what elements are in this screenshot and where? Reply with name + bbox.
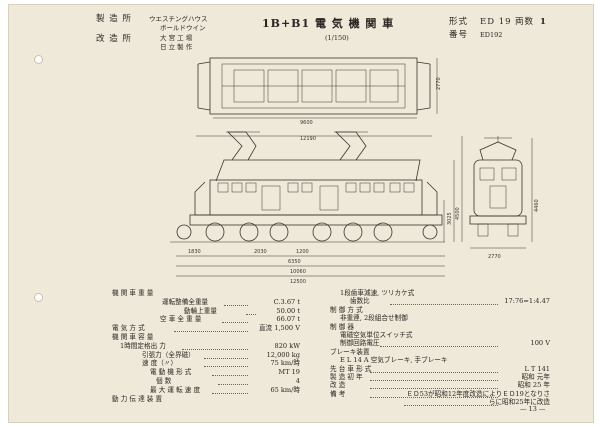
leader-dots	[370, 388, 498, 390]
page-number: — 13 —	[520, 405, 546, 413]
spec-label: 1段歯車減速, ツリカケ式	[340, 289, 415, 297]
spec-value: MT 19	[278, 368, 300, 377]
spec-value: 820 kW	[274, 341, 300, 350]
spec-label: 歯数比	[350, 297, 370, 306]
spec-label: 運転整備全重量	[162, 297, 209, 306]
leader-dots	[224, 304, 248, 306]
spec-label: 制 御 方 式	[330, 305, 363, 314]
leader-dots	[370, 371, 498, 373]
punch-hole-bottom	[34, 293, 43, 302]
dim-1830: 1830	[188, 249, 201, 255]
spec-value: 75 km/時	[270, 359, 300, 368]
spec-label: 改 造	[330, 381, 346, 390]
rebuilder-label: 改 造 所	[96, 34, 132, 44]
dim-4500: 4500	[455, 207, 461, 220]
spec-value: 100 V	[530, 339, 550, 348]
spec-label: 最 大 運 転 速 度	[150, 385, 201, 394]
spec-label: 動輪上重量	[184, 306, 217, 315]
dim-2030: 2030	[254, 249, 267, 255]
dim-2770-end: 2770	[488, 254, 501, 260]
spec-label: 機 関 車 重 量	[112, 289, 154, 297]
count-label: 両数	[515, 17, 535, 27]
dim-12190: 12190	[300, 136, 316, 142]
leader-dots	[182, 348, 248, 350]
spec-value: 50.00 t	[276, 306, 300, 315]
leader-dots	[370, 380, 498, 381]
type-label: 形式	[449, 17, 469, 27]
maker-1: ウエスチングハウス	[149, 15, 208, 23]
spec-value: 昭和 元年	[521, 373, 550, 381]
spec-label: 引張力（全界磁）	[142, 350, 195, 359]
spec-label: 電磁空気単位スイッチ式	[340, 331, 413, 339]
spec-value: 昭和 25 年	[517, 381, 550, 390]
maker-label: 製 造 所	[96, 14, 132, 24]
spec-value: ＥＤ53が昭和12年度改造によりＥＤ19となりさ	[406, 389, 550, 398]
spec-label: 非重連, 2段組合せ制御	[340, 314, 408, 323]
dim-10060: 10060	[290, 269, 306, 275]
document-title: 1B+B1 電 気 機 関 車	[262, 17, 395, 30]
type-value: ED 19	[480, 17, 512, 27]
spec-label: 先 台 車 形 式	[330, 364, 372, 373]
spec-value: らに昭和25年に改造	[488, 398, 550, 407]
leader-dots	[174, 331, 248, 333]
spec-label: ブレーキ装置	[330, 347, 370, 356]
dim-12500: 12500	[290, 279, 306, 285]
number-label: 番号	[449, 30, 469, 40]
scale: (1/150)	[325, 34, 349, 42]
leader-dots	[204, 366, 248, 368]
spec-label: E L 14 A 空気ブレーキ, 手ブレーキ	[340, 356, 448, 365]
spec-label: 機 関 車 容 量	[112, 333, 154, 341]
rebuilder-1: 大 宮 工 場	[160, 34, 193, 42]
leader-dots	[380, 346, 498, 348]
rebuilder-2: 日 立 製 作	[160, 43, 193, 51]
leader-dots	[212, 375, 248, 377]
leader-dots	[404, 405, 498, 407]
spec-label: 備 考	[330, 389, 346, 398]
maker-2: ボールドウイン	[160, 24, 206, 32]
spec-label: 1時間定格出 力	[120, 341, 166, 350]
document-sheet	[8, 4, 594, 423]
spec-label: 制 御 器	[330, 322, 354, 331]
spec-label: 空 車 全 重 量	[160, 315, 202, 324]
spec-value: C.3.67 t	[273, 297, 300, 306]
number-value: ED192	[480, 31, 503, 39]
spec-label: 電 動 機 形 式	[150, 368, 192, 377]
spec-label: 動 力 伝 達 装 置	[112, 394, 163, 403]
dim-1200: 1200	[296, 249, 309, 255]
spec-value: 65 km/時	[270, 385, 300, 394]
spec-value: 66.07 t	[276, 315, 300, 324]
leader-dots	[370, 396, 498, 398]
end-view	[469, 136, 533, 249]
count-value: 1	[540, 17, 547, 27]
spec-label: 制御回路電圧	[340, 339, 380, 348]
spec-value: L T 141	[524, 364, 550, 373]
spec-label: 個 数	[156, 377, 172, 385]
leader-dots	[246, 313, 256, 315]
spec-label: 速 度（〃）	[142, 359, 178, 368]
spec-value: 12,000 kg	[266, 350, 300, 359]
dim-2770-plan: 2770	[436, 77, 442, 90]
leader-dots	[204, 357, 248, 359]
spec-label: 製 造 初 年	[330, 373, 363, 381]
dim-3025: 3025	[447, 212, 453, 225]
plan-view	[196, 57, 438, 137]
leader-dots	[390, 304, 498, 306]
spec-value: 4	[295, 377, 300, 385]
leader-dots	[212, 392, 248, 394]
spec-value: 直流 1,500 V	[258, 324, 300, 333]
dim-4460: 4460	[534, 199, 540, 212]
punch-hole-top	[34, 55, 43, 64]
spec-label: 電 気 方 式	[112, 324, 145, 333]
leader-dots	[222, 322, 248, 324]
leader-dots	[218, 384, 248, 385]
side-view	[170, 131, 463, 277]
dim-6350: 6350	[288, 259, 301, 265]
spec-value: 17:76=1:4.47	[504, 297, 550, 306]
dim-9600: 9600	[300, 120, 313, 126]
